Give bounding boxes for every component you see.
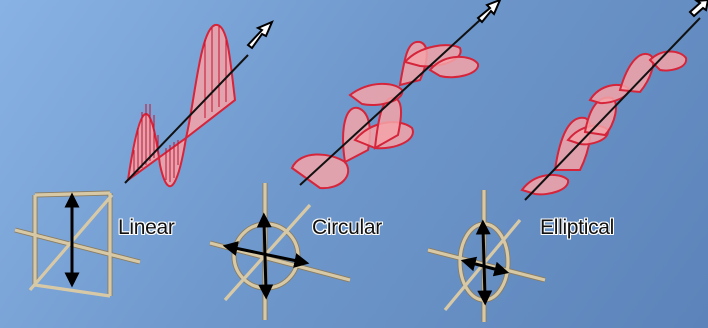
elliptical-polarization-group (428, 0, 708, 322)
circular-beam-axis (300, 20, 480, 185)
linear-wave-upper (186, 25, 235, 138)
circular-direction-arrow (478, 0, 500, 22)
circular-frame (210, 183, 350, 320)
elliptical-frame (428, 190, 545, 322)
elliptical-e-vector-vertical (483, 227, 485, 298)
label-circular: Circular (312, 216, 382, 240)
elliptical-direction-arrow (690, 0, 708, 16)
circular-polarization-group (210, 0, 500, 320)
elliptical-wave (522, 52, 686, 195)
label-linear: Linear (118, 216, 175, 240)
elliptical-beam-axis (525, 18, 700, 200)
circular-e-vector-vertical (264, 220, 266, 292)
label-elliptical: Elliptical (540, 216, 614, 240)
linear-frame (15, 193, 140, 296)
linear-direction-arrow (248, 22, 272, 48)
